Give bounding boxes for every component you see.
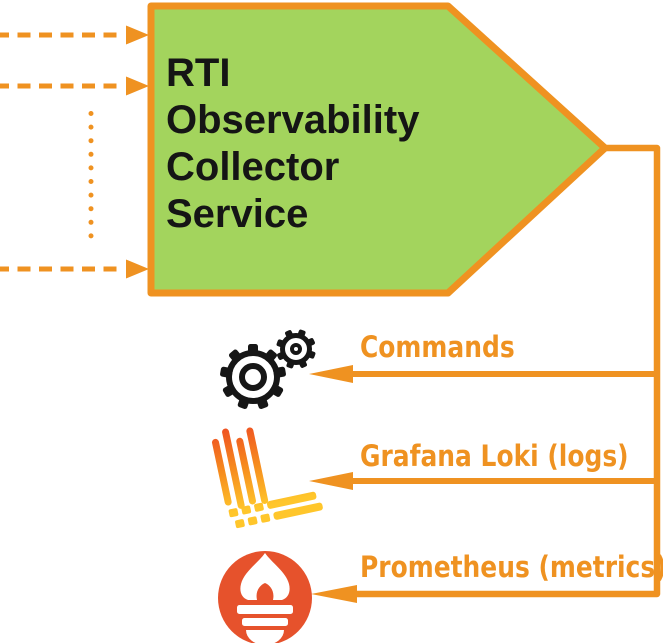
- label-prometheus: Prometheus (metrics): [360, 550, 663, 584]
- collector-title-line: Collector: [166, 145, 340, 189]
- label-commands: Commands: [360, 330, 515, 364]
- grafana-loki-icon: [211, 427, 323, 529]
- collector-title: RTI Observability Collector Service: [166, 50, 419, 238]
- arrowhead-left-icon: [309, 472, 353, 490]
- gears-icon: [220, 329, 316, 410]
- commands-arrow: [309, 365, 660, 383]
- arrowhead-right-icon: [126, 76, 149, 96]
- arrowhead-right-icon: [126, 25, 149, 45]
- label-grafana-loki: Grafana Loki (logs): [360, 439, 629, 473]
- collector-title-line: Service: [166, 192, 309, 236]
- prometheus-icon: [218, 551, 312, 643]
- input-arrow-1: [0, 25, 149, 45]
- arrowhead-right-icon: [126, 259, 149, 279]
- collector-pentagon: [147, 2, 609, 297]
- collector-title-line: RTI: [166, 51, 231, 95]
- flame-icon: [240, 553, 290, 600]
- loki-arrow: [309, 472, 660, 490]
- arrowhead-left-icon: [309, 365, 353, 383]
- arrowhead-left-icon: [311, 585, 357, 603]
- input-arrow-n: [0, 259, 149, 279]
- collector-title-line: Observability: [166, 98, 420, 142]
- input-arrow-2: [0, 76, 149, 96]
